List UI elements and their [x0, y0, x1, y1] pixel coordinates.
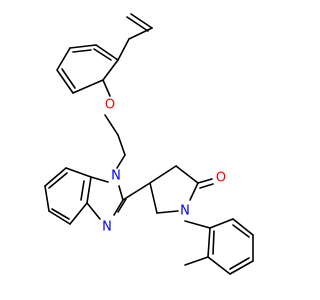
molecule-canvas: O N N N O	[44, 13, 254, 275]
benzimidazole-n3-label: N	[102, 220, 112, 235]
bond	[56, 47, 71, 71]
carbonyl-oxygen-label: O	[216, 171, 226, 186]
bond	[61, 68, 76, 89]
bond	[48, 210, 71, 225]
bond	[113, 199, 124, 216]
bond	[232, 218, 254, 236]
bond	[156, 210, 179, 214]
bond	[90, 176, 109, 183]
bond	[102, 79, 111, 97]
bond	[56, 69, 74, 94]
bond	[117, 198, 127, 213]
bond	[72, 79, 104, 94]
bond	[197, 178, 213, 184]
bond	[117, 38, 130, 61]
bond	[175, 165, 199, 184]
bond	[199, 183, 214, 189]
bond	[184, 220, 211, 229]
bond	[116, 154, 126, 169]
ether-oxygen-label: O	[105, 98, 115, 113]
bond	[104, 114, 119, 136]
bond	[207, 256, 231, 275]
bond	[212, 230, 215, 255]
bond	[69, 202, 88, 225]
bond	[207, 227, 211, 258]
bond	[44, 185, 50, 212]
bond	[102, 59, 119, 81]
bond	[86, 202, 101, 220]
bond	[80, 180, 85, 201]
benzimidazole-n1-label: N	[111, 169, 121, 184]
bond	[184, 256, 209, 266]
bond	[65, 167, 92, 178]
bond	[72, 49, 92, 53]
structure-diagram: O N N N O	[44, 13, 254, 275]
tolyl-ring	[184, 218, 254, 275]
bond	[149, 182, 158, 214]
bond	[69, 44, 97, 49]
bond	[189, 182, 199, 201]
pyrrolidinone-ring	[122, 165, 214, 214]
bond	[130, 13, 153, 29]
bond	[149, 165, 177, 184]
bond	[95, 44, 119, 61]
bond	[232, 224, 250, 238]
pyrrolidinone-n-label: N	[180, 204, 190, 219]
bond	[44, 167, 67, 187]
bond	[229, 257, 250, 270]
bond	[122, 182, 151, 201]
bond	[51, 208, 70, 220]
allyl-group	[117, 13, 153, 61]
bond	[229, 260, 254, 275]
bond	[117, 134, 126, 156]
bond	[126, 16, 149, 32]
bond	[209, 218, 234, 229]
bond	[86, 176, 92, 204]
allylphenyl-ring	[56, 44, 119, 94]
benzimidazole	[44, 167, 127, 225]
bond	[93, 48, 112, 61]
ether-linker	[102, 79, 126, 169]
bond	[118, 185, 124, 201]
bond	[48, 172, 68, 189]
bond	[128, 27, 153, 40]
